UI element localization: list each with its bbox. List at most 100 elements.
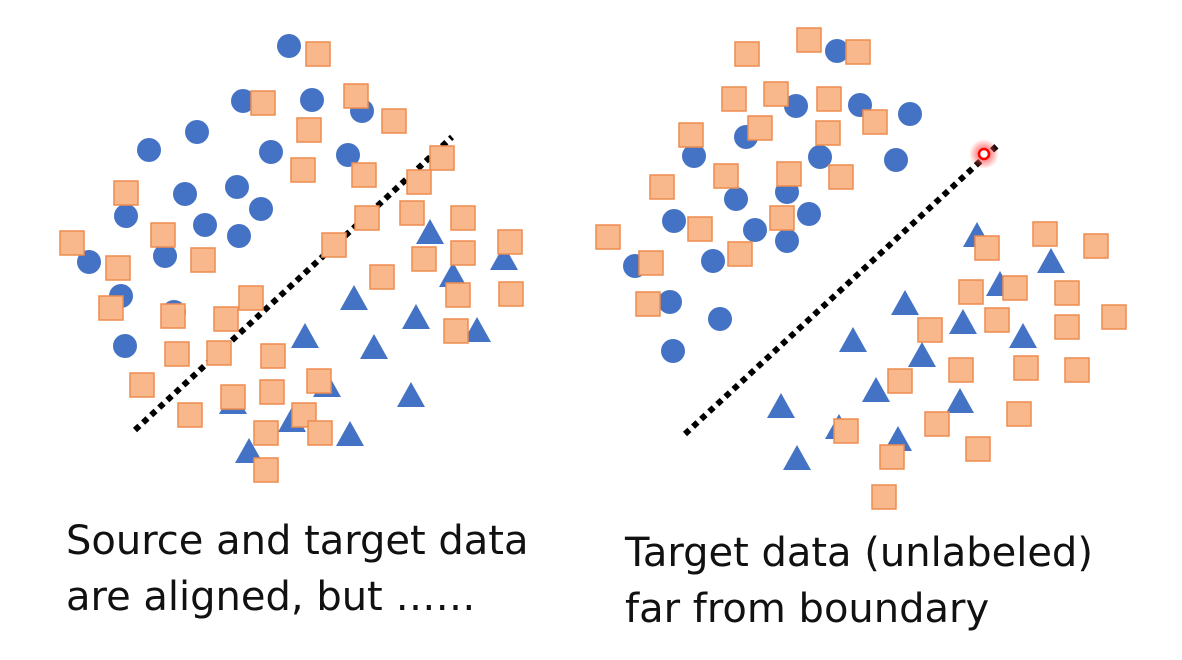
right-caption: Target data (unlabeled) far from boundar… <box>625 525 1093 637</box>
target-square-point <box>1013 355 1039 381</box>
class-triangle-point <box>1037 248 1065 273</box>
class-circle-point <box>114 204 138 228</box>
class-triangle-point <box>862 377 890 402</box>
target-square-point <box>871 484 897 510</box>
target-square-point <box>411 246 437 272</box>
target-square-point <box>1054 314 1080 340</box>
target-square-point <box>190 247 216 273</box>
target-square-point <box>238 285 264 311</box>
class-circle-point <box>682 144 706 168</box>
target-square-point <box>984 307 1010 333</box>
target-square-point <box>879 444 905 470</box>
target-square-point <box>713 163 739 189</box>
class-circle-point <box>227 224 251 248</box>
target-square-point <box>974 235 1000 261</box>
target-square-point <box>296 117 322 143</box>
class-circle-point <box>743 218 767 242</box>
target-square-point <box>816 86 842 112</box>
target-square-point <box>160 303 186 329</box>
target-square-point <box>763 81 789 107</box>
class-circle-point <box>77 250 101 274</box>
target-square-point <box>306 368 332 394</box>
target-square-point <box>747 115 773 141</box>
class-circle-point <box>775 229 799 253</box>
target-square-point <box>253 457 279 483</box>
target-square-point <box>958 279 984 305</box>
target-square-point <box>113 180 139 206</box>
class-triangle-point <box>891 290 919 315</box>
target-square-point <box>965 436 991 462</box>
target-square-point <box>687 216 713 242</box>
class-triangle-point <box>839 327 867 352</box>
target-square-point <box>828 164 854 190</box>
class-triangle-point <box>463 317 491 342</box>
target-square-point <box>638 250 664 276</box>
class-triangle-point <box>490 245 518 270</box>
class-triangle-point <box>291 323 319 348</box>
class-triangle-point <box>397 382 425 407</box>
target-square-point <box>815 120 841 146</box>
class-triangle-point <box>439 262 467 287</box>
class-circle-point <box>784 94 808 118</box>
class-circle-point <box>249 197 273 221</box>
target-square-point <box>1006 401 1032 427</box>
class-circle-point <box>701 249 725 273</box>
target-square-point <box>678 122 704 148</box>
class-triangle-point <box>402 304 430 329</box>
class-triangle-point <box>946 388 974 413</box>
class-triangle-point <box>767 393 795 418</box>
class-circle-point <box>708 307 732 331</box>
right-caption-line-1: Target data (unlabeled) <box>625 530 1093 576</box>
target-square-point <box>369 264 395 290</box>
target-square-point <box>351 162 377 188</box>
class-triangle-point <box>949 309 977 334</box>
left-caption: Source and target data are aligned, but … <box>66 513 529 625</box>
right-panel <box>595 27 1127 510</box>
target-square-point <box>213 306 239 332</box>
class-circle-point <box>825 39 849 63</box>
target-square-point <box>497 229 523 255</box>
target-square-point <box>917 317 943 343</box>
class-circle-point <box>661 339 685 363</box>
class-circle-point <box>797 202 821 226</box>
target-square-point <box>1083 233 1109 259</box>
target-square-point <box>445 282 471 308</box>
class-circle-point <box>884 148 908 172</box>
target-square-point <box>307 420 333 446</box>
class-circle-point <box>300 88 324 112</box>
class-circle-point <box>662 209 686 233</box>
left-caption-line-1: Source and target data <box>66 518 529 564</box>
target-square-point <box>796 27 822 53</box>
class-circle-point <box>153 244 177 268</box>
target-square-point <box>721 86 747 112</box>
target-square-point <box>164 341 190 367</box>
class-circle-point <box>231 89 255 113</box>
class-triangle-point <box>336 421 364 446</box>
target-square-point <box>429 145 455 171</box>
class-triangle-point <box>1009 323 1037 348</box>
right-caption-line-2: far from boundary <box>625 586 990 632</box>
class-circle-point <box>185 120 209 144</box>
target-square-point <box>220 384 246 410</box>
class-circle-point <box>193 213 217 237</box>
target-square-point <box>399 200 425 226</box>
class-circle-point <box>277 34 301 58</box>
class-circle-point <box>113 334 137 358</box>
target-square-point <box>105 255 131 281</box>
target-square-point <box>98 295 124 321</box>
target-square-point <box>734 41 760 67</box>
target-square-point <box>1002 275 1028 301</box>
target-square-point <box>1064 357 1090 383</box>
target-square-point <box>595 224 621 250</box>
class-circle-point <box>808 145 832 169</box>
target-square-point <box>727 241 753 267</box>
target-square-point <box>1101 304 1127 330</box>
target-square-point <box>260 343 286 369</box>
target-square-point <box>948 357 974 383</box>
decision-boundary-line <box>132 134 455 433</box>
highlight-point <box>977 147 991 161</box>
class-circle-point <box>724 187 748 211</box>
target-square-point <box>381 108 407 134</box>
target-square-point <box>129 372 155 398</box>
